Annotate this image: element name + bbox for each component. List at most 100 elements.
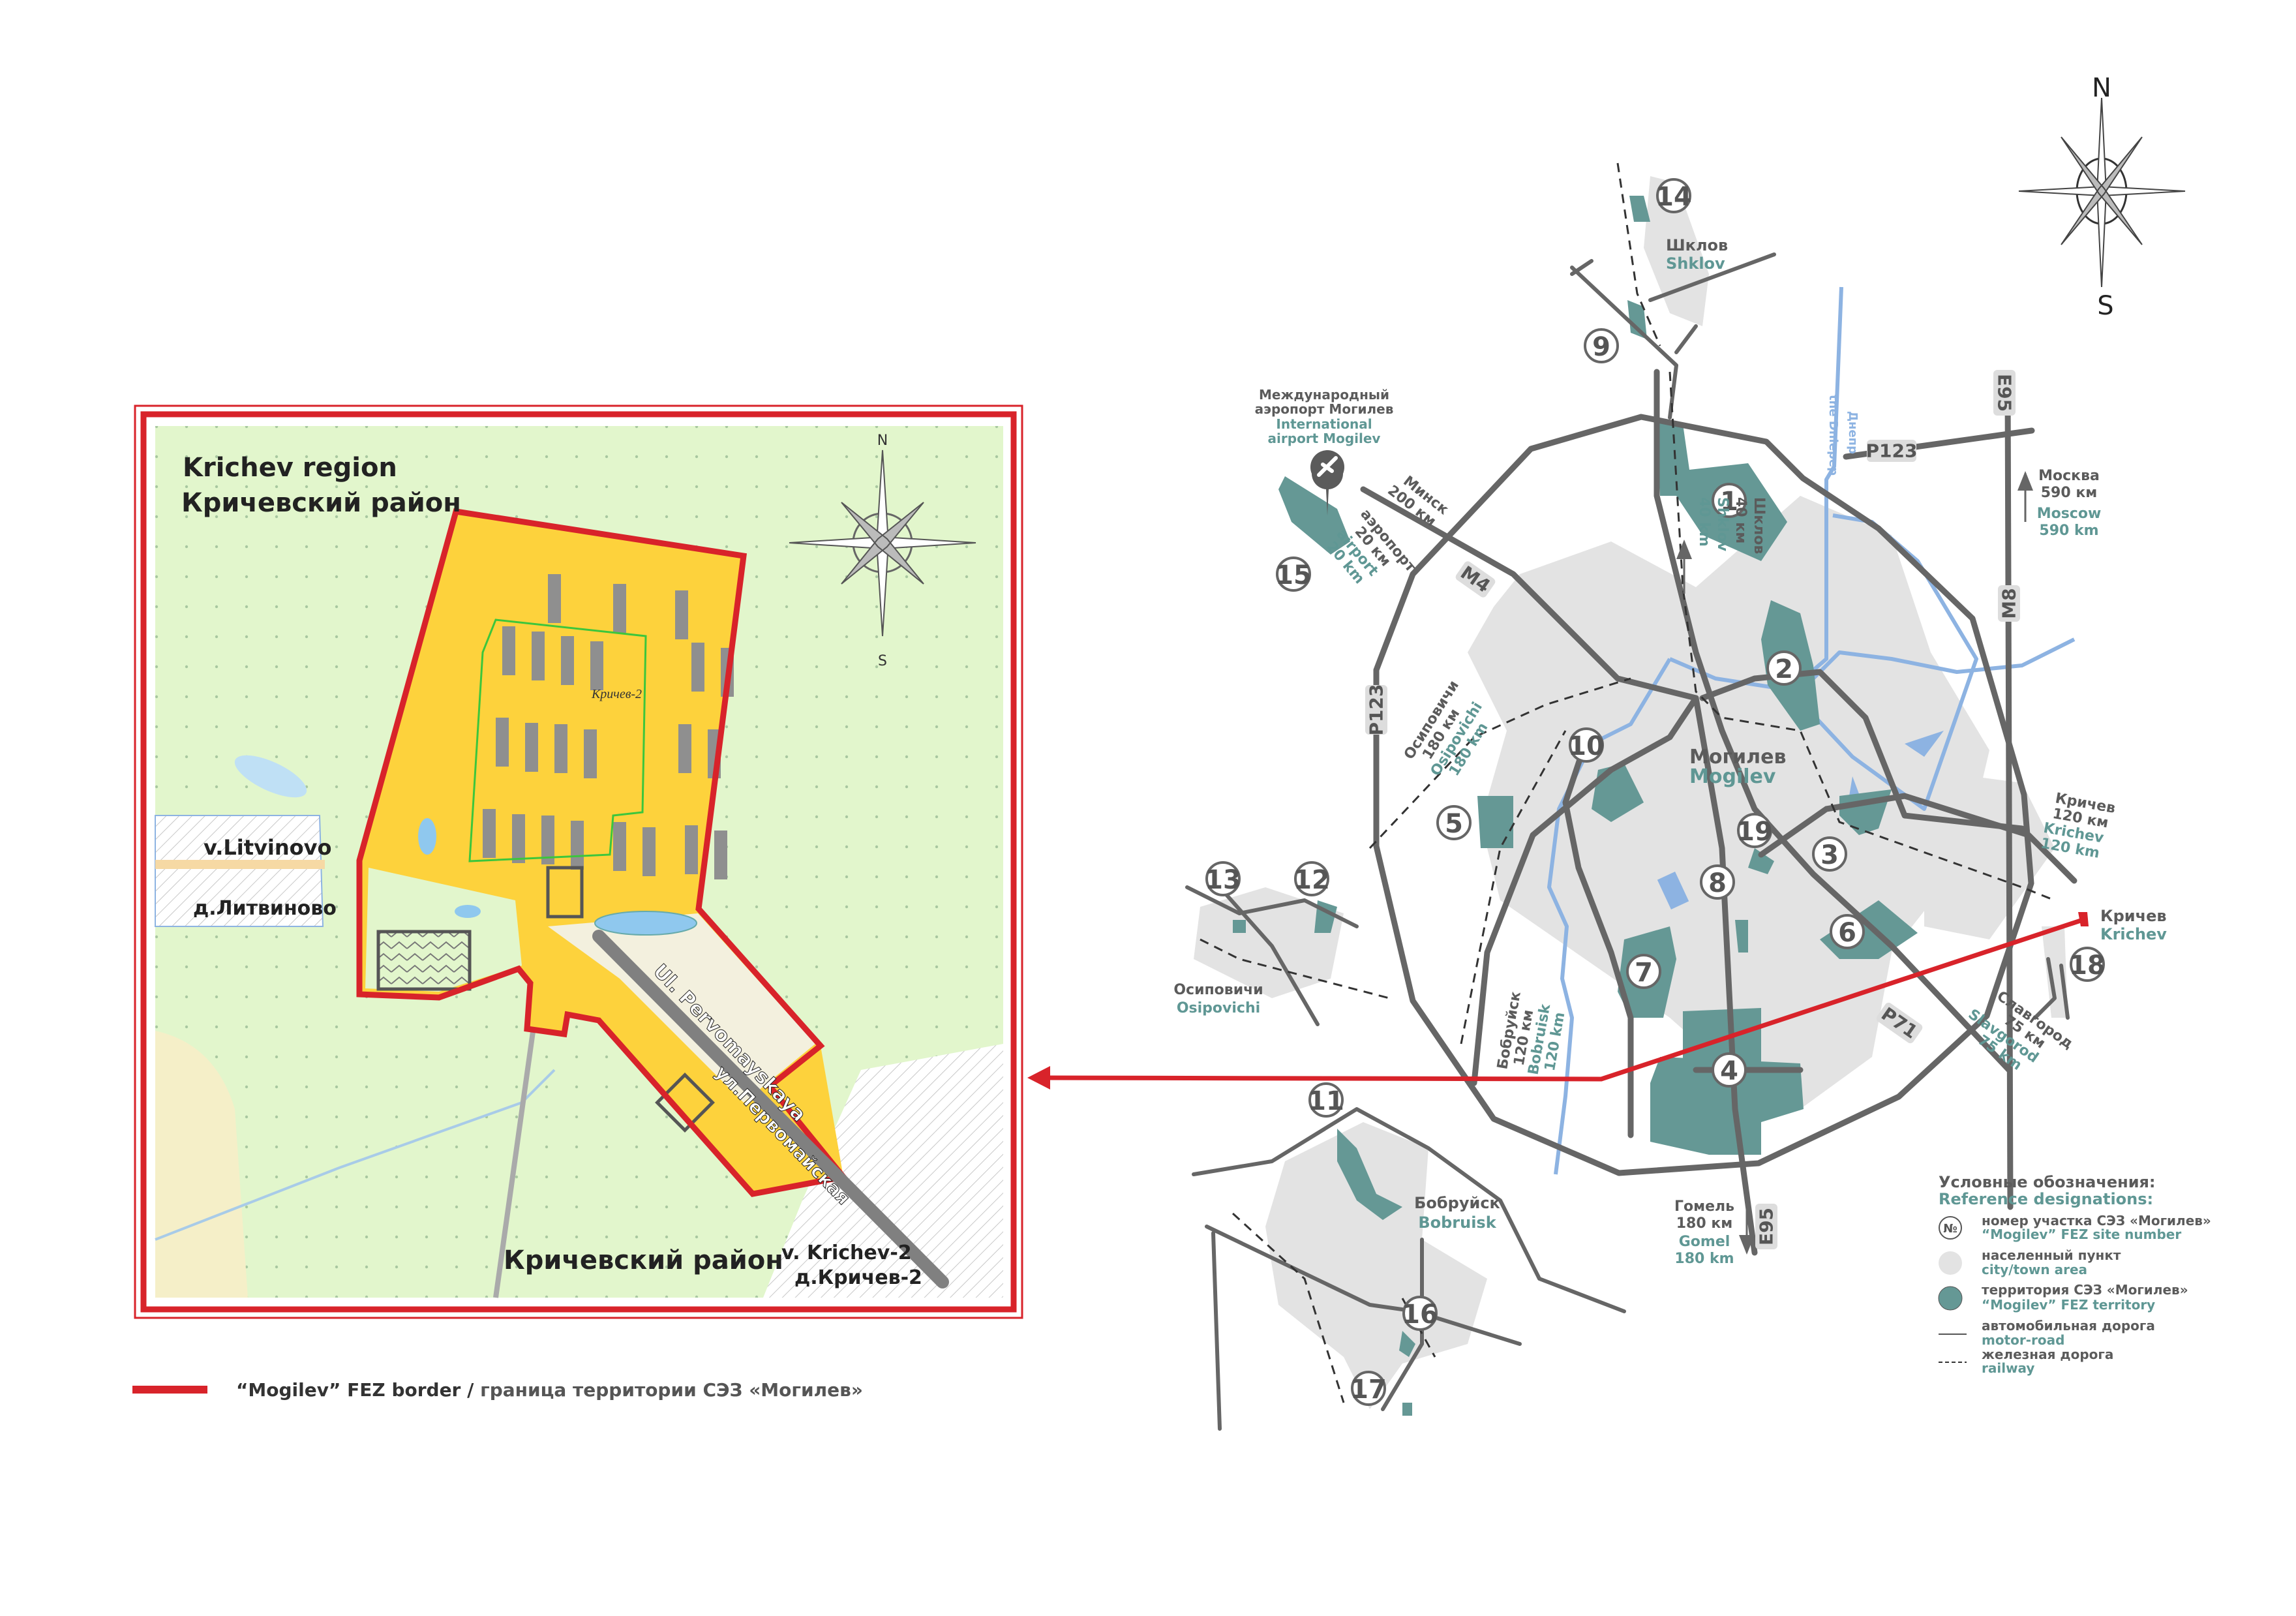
svg-text:180 km: 180 km [1674,1251,1734,1267]
airport-label: Международный аэропорт Могилев Internati… [1255,387,1394,446]
svg-text:1: 1 [1720,487,1738,517]
fez-border-inset [356,508,849,1197]
site-marker-2: 2 [1766,650,1802,686]
site-marker-13: 13 [1205,861,1241,896]
direction-shklov: Шклов 40 км Shklov 40 km [1696,497,1767,554]
svg-text:Москва: Москва [2038,468,2100,484]
city-krichev-en: Krichev [2100,925,2167,943]
svg-text:2: 2 [1775,654,1793,684]
region-map: P123 E95 M8 P123 M4 P71 E95 123456789101… [1027,73,2211,1431]
svg-text:E95: E95 [1756,1208,1777,1245]
building [541,816,554,864]
svg-text:railway: railway [1982,1360,2034,1376]
svg-text:E95: E95 [1994,374,2016,412]
svg-text:10: 10 [1568,731,1605,761]
hatched-building [376,930,472,991]
building [613,584,626,633]
site-marker-15: 15 [1275,556,1312,592]
ring-road [1373,414,2034,1176]
fez-plot: Кричев-2 Ul. Pervomayskaya ул.Первомайск… [356,508,949,1288]
direction-moscow: Москва 590 км Moscow 590 km [2037,468,2102,539]
direction-gomel: Гомель 180 км Gomel 180 km [1674,1198,1734,1267]
city-osipovichi-ru: Осиповичи [1173,982,1263,998]
svg-text:“Mogilev” FEZ territory: “Mogilev” FEZ territory [1982,1297,2155,1313]
svg-text:3: 3 [1820,840,1839,870]
building [584,729,597,778]
building [691,643,704,692]
building [675,590,688,639]
svg-text:16: 16 [1402,1300,1438,1330]
svg-text:40 км: 40 км [1732,497,1749,543]
svg-text:airport Mogilev: airport Mogilev [1268,431,1381,446]
road-badge-p123: P123 [1866,440,1918,462]
site-marker-1: 1 [1712,483,1747,518]
svg-text:Shklov: Shklov [1714,497,1730,552]
region-label-bottom: Кричевский район [504,1245,783,1275]
svg-text:40 km: 40 km [1696,497,1712,547]
building [678,724,691,773]
road-badge-m8: M8 [1998,585,2020,622]
svg-text:Условные обозначения:: Условные обозначения: [1939,1173,2156,1191]
fez-border-legend: “Mogilev” FEZ border / граница территори… [132,1379,863,1401]
location-pointer-line [1043,917,2084,1082]
svg-text:14: 14 [1655,182,1692,212]
site-marker-17: 17 [1350,1371,1387,1406]
fez-territories [1233,196,2087,1416]
svg-text:P123: P123 [1866,440,1918,462]
village-litvinovo-ru: д.Литвиново [193,897,337,920]
street-pervomayskaya [592,930,949,1288]
city-shklov-ru: Шклов [1666,236,1728,254]
svg-text:International: International [1276,416,1372,432]
airport-pin-icon [1310,450,1344,515]
svg-text:N: N [877,433,888,449]
svg-text:9: 9 [1592,332,1610,362]
compass-rose: N S [2018,73,2186,321]
svg-text:6: 6 [1838,918,1856,948]
svg-text:11: 11 [1308,1086,1344,1116]
svg-text:“Mogilev” FEZ border / граница: “Mogilev” FEZ border / граница территори… [236,1379,863,1401]
svg-text:13: 13 [1205,865,1241,895]
city-mogilev-ru: Могилев [1689,746,1786,769]
svg-text:Гомель: Гомель [1674,1198,1734,1215]
site-marker-7: 7 [1626,954,1661,989]
city-bobruisk-en: Bobruisk [1418,1213,1496,1232]
building [525,723,538,772]
building [554,724,567,773]
svg-text:Reference designations:: Reference designations: [1939,1190,2153,1208]
site-marker-4: 4 [1712,1052,1747,1088]
site-marker-14: 14 [1655,178,1692,213]
svg-text:5: 5 [1445,809,1463,839]
svg-text:“Mogilev” FEZ site number: “Mogilev” FEZ site number [1982,1227,2181,1242]
svg-text:аэропорт Могилев: аэропорт Могилев [1255,401,1394,417]
region-label-en: Krichev region [183,453,397,483]
road-badge-e95: E95 [1993,370,2016,416]
building [532,632,545,680]
svg-text:S: S [878,653,887,669]
svg-text:180 км: 180 км [1676,1215,1733,1232]
road-badge-e95-bottom: E95 [1755,1204,1777,1249]
direction-bobruisk: Бобруйск 120 км Bobruisk 120 km [1494,990,1568,1076]
svg-text:Gomel: Gomel [1679,1234,1730,1250]
svg-text:Днепр: Днепр [1846,411,1860,454]
svg-text:590 км: 590 км [2041,485,2098,501]
svg-text:железная дорога: железная дорога [1982,1347,2113,1362]
svg-text:населенный пункт: населенный пункт [1982,1247,2121,1263]
village-litvinovo-en: v.Litvinovo [204,835,332,860]
svg-text:motor-road: motor-road [1982,1332,2064,1348]
svg-text:Moscow: Moscow [2037,506,2102,522]
building [571,821,584,870]
svg-text:P123: P123 [1366,684,1387,736]
svg-text:the Dniepер: the Dniepер [1826,395,1840,476]
city-mogilev-en: Mogilev [1689,765,1776,788]
pond [594,911,697,936]
svg-text:N: N [2092,73,2111,103]
site-marker-11: 11 [1308,1082,1344,1118]
village-krichev2-en: v. Krichev-2 [781,1242,912,1264]
site-label: Кричев-2 [591,687,642,701]
pointer-arrowhead [1027,1066,1050,1090]
site-marker-5: 5 [1436,805,1472,840]
svg-text:8: 8 [1708,868,1727,898]
building [502,626,515,675]
